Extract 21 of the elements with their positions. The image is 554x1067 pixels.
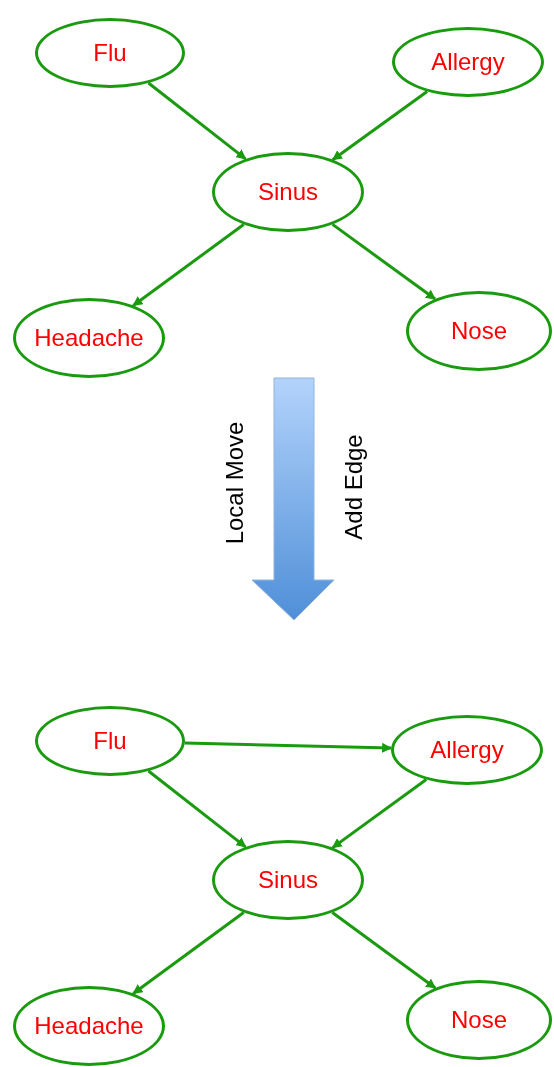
arrow [331, 90, 428, 161]
node-label: Sinus [257, 868, 318, 892]
node-label: Flu [93, 41, 127, 65]
node-label: Headache [34, 326, 144, 350]
vertical-label: Add Edge [342, 434, 366, 540]
node-label: Nose [451, 1008, 507, 1032]
arrow [331, 911, 437, 990]
arrow [331, 223, 436, 301]
arrow [132, 911, 245, 995]
node-label: Headache [34, 1014, 144, 1038]
arrow [147, 81, 247, 160]
node-label: Flu [93, 729, 127, 753]
node-label: Nose [451, 319, 507, 343]
arrow [331, 778, 428, 849]
node-label: Allergy [431, 50, 505, 74]
arrow [132, 223, 245, 307]
vertical-label: Local Move [223, 421, 247, 545]
node-label: Sinus [257, 180, 318, 204]
arrow [147, 769, 247, 848]
arrow [184, 741, 393, 753]
node-label: Allergy [430, 738, 504, 762]
